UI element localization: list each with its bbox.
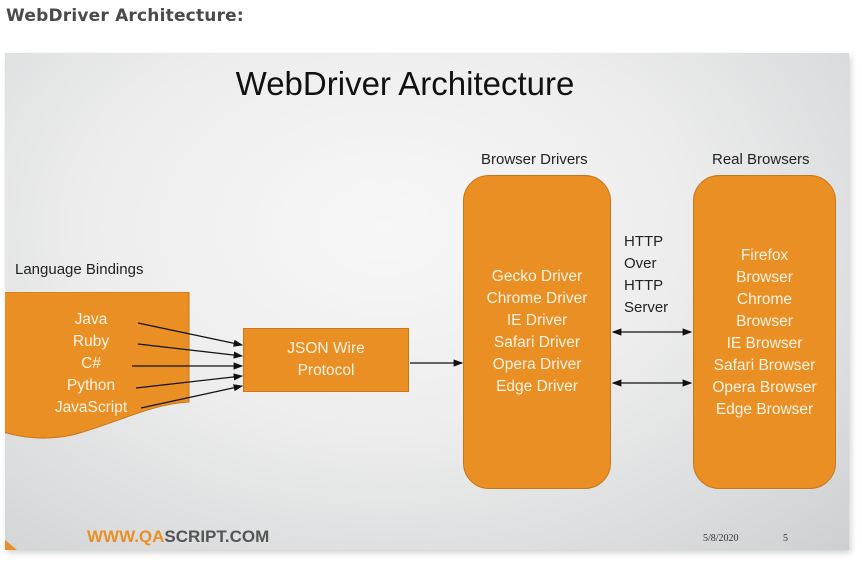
browser-line-4: Browser <box>736 313 793 330</box>
footer-url-accent: WWW.QA <box>87 527 165 546</box>
binding-python: Python <box>66 377 116 394</box>
arrow-python <box>135 373 244 389</box>
json-line-2: Protocol <box>297 362 355 379</box>
browser-line-2: Browser <box>736 269 793 286</box>
browser-line-3: Chrome <box>736 291 793 308</box>
footer-page-number: 5 <box>783 533 788 544</box>
language-bindings-box: Java Ruby C# Python JavaScript <box>5 292 191 447</box>
http-line-1: HTTP <box>624 233 664 250</box>
language-bindings-shape <box>5 292 190 439</box>
browser-line-7: Opera Browser <box>712 379 817 396</box>
binding-java: Java <box>74 311 108 328</box>
http-line-2: Over <box>624 255 657 272</box>
browser-drivers-box: Gecko Driver Chrome Driver IE Driver Saf… <box>463 175 611 489</box>
footer-url-rest: SCRIPT.COM <box>164 527 270 546</box>
driver-gecko: Gecko Driver <box>491 268 583 285</box>
driver-opera: Opera Driver <box>492 356 582 373</box>
http-line-3: HTTP <box>624 277 664 294</box>
footer-url: WWW.QASCRIPT.COM <box>87 527 269 547</box>
http-label: HTTP Over HTTP Server <box>624 231 668 319</box>
page-heading: WebDriver Architecture: <box>6 6 244 26</box>
slide-title: WebDriver Architecture <box>235 65 575 102</box>
arrow-ruby <box>137 343 244 359</box>
browser-line-6: Safari Browser <box>713 357 816 374</box>
binding-ruby: Ruby <box>72 333 110 350</box>
driver-chrome: Chrome Driver <box>486 290 588 307</box>
json-line-1: JSON Wire <box>287 340 365 357</box>
arrow-javascript <box>140 384 244 409</box>
browser-line-5: IE Browser <box>726 335 803 352</box>
language-bindings-label: Language Bindings <box>15 261 144 278</box>
binding-javascript: JavaScript <box>54 399 128 416</box>
driver-safari: Safari Driver <box>493 334 581 351</box>
driver-edge: Edge Driver <box>496 378 578 395</box>
json-wire-protocol-box: JSON Wire Protocol <box>243 328 409 392</box>
http-line-4: Server <box>624 299 669 316</box>
browser-drivers-label: Browser Drivers <box>481 151 588 168</box>
architecture-slide: WebDriver Architecture Language Bindings… <box>5 53 849 550</box>
binding-csharp: C# <box>81 355 101 372</box>
browser-line-1: Firefox <box>740 247 789 264</box>
corner-accent <box>5 540 17 550</box>
arrow-java <box>137 322 244 347</box>
connector-arrows <box>132 322 693 409</box>
driver-ie: IE Driver <box>506 312 568 329</box>
footer-date: 5/8/2020 <box>703 533 739 544</box>
real-browsers-label: Real Browsers <box>712 151 810 168</box>
real-browsers-box: Firefox Browser Chrome Browser IE Browse… <box>693 175 836 489</box>
browser-line-8: Edge Browser <box>715 401 814 418</box>
